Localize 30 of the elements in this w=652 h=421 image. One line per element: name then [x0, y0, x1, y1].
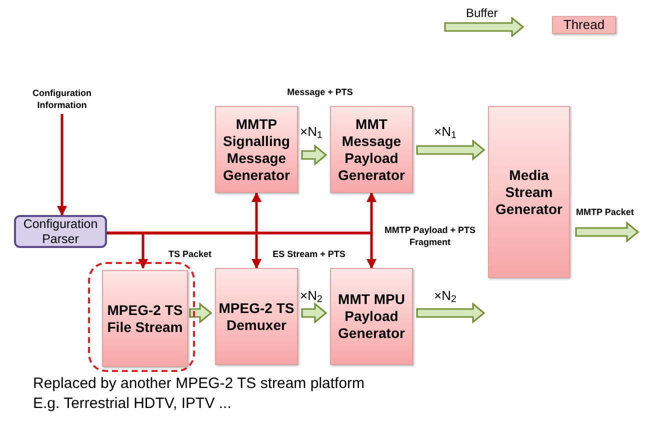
- edge-label: MMTP Packet: [576, 206, 634, 219]
- parser-box: Configuration Parser: [14, 215, 107, 248]
- data-label: TS Packet: [167, 248, 213, 260]
- legend-swatch: Thread: [552, 16, 616, 34]
- input-label: Configuration Information: [20, 86, 104, 112]
- buffer-arrow: [301, 144, 328, 166]
- note-text: E.g. Terrestrial HDTV, IPTV ...: [33, 398, 232, 410]
- control-arrow: [107, 232, 376, 269]
- data-label: Message + PTS: [286, 86, 354, 98]
- edge-label: ×N$_{2}$: [300, 287, 322, 306]
- note-text: Replaced by another MPEG-2 TS stream platform: [33, 378, 366, 390]
- buffer-arrow: [416, 139, 486, 161]
- thread-box: MPEG-2 TS File Stream: [102, 270, 188, 367]
- thread-box: MMTP Signalling Message Generator: [215, 106, 298, 193]
- edge-label: ×N$_{1}$: [434, 123, 456, 142]
- dashed-group-outline: [88, 262, 195, 372]
- thread-box: MMT Message Payload Generator: [330, 106, 413, 193]
- data-label: MMTP Payload + PTS Fragment: [383, 224, 477, 248]
- thread-box: MPEG-2 TS Demuxer: [215, 268, 298, 365]
- buffer-arrow: [189, 302, 212, 324]
- edge-label: ×N$_{1}$: [300, 123, 322, 142]
- buffer-arrow: [575, 221, 640, 243]
- buffer-arrow: [416, 302, 486, 324]
- thread-box: MMT MPU Payload Generator: [330, 268, 413, 365]
- edge-label: ×N$_{2}$: [434, 287, 456, 306]
- control-arrow: [57, 114, 67, 216]
- legend-label: Buffer: [466, 5, 498, 22]
- buffer-arrow: [301, 302, 328, 324]
- thread-box: Media Stream Generator: [488, 106, 570, 278]
- data-label: ES Stream + PTS: [272, 248, 346, 260]
